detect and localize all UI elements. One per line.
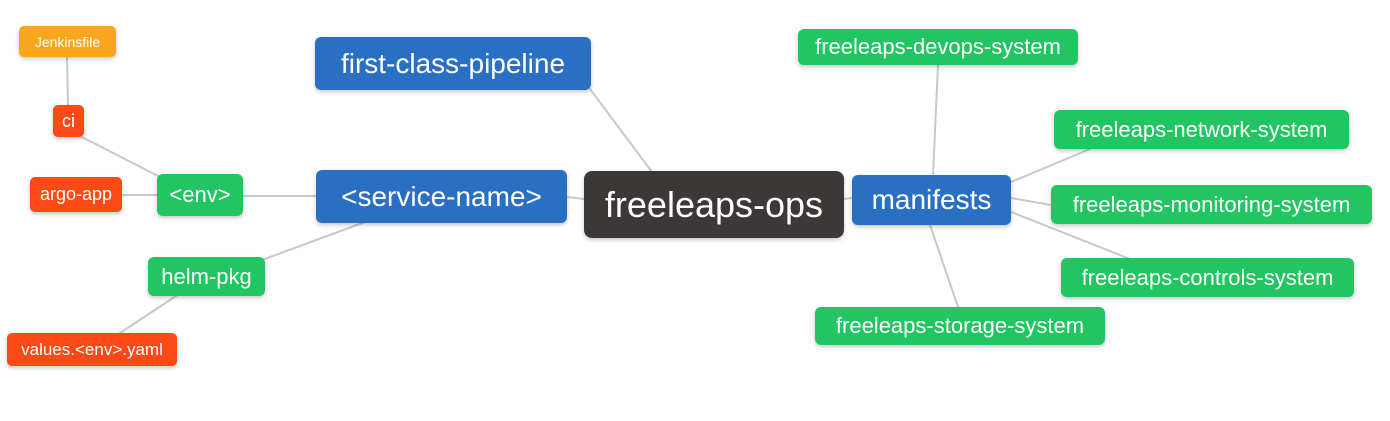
node-freeleaps-storage-system[interactable]: freeleaps-storage-system: [815, 307, 1105, 345]
edge-manifests-devops: [932, 64, 939, 176]
node-values-env-yaml[interactable]: values.<env>.yaml: [7, 333, 177, 366]
node-freeleaps-monitoring-system[interactable]: freeleaps-monitoring-system: [1051, 185, 1372, 224]
edge-helm-pkg-values: [119, 295, 177, 334]
edge-fcp-root: [589, 88, 653, 173]
edge-manifests-storage: [929, 224, 959, 308]
node-freeleaps-devops-system[interactable]: freeleaps-devops-system: [798, 29, 1078, 65]
edge-service-name-root: [566, 196, 585, 200]
node-helm-pkg[interactable]: helm-pkg: [148, 257, 265, 296]
node-freeleaps-controls-system[interactable]: freeleaps-controls-system: [1061, 258, 1354, 297]
node-manifests[interactable]: manifests: [852, 175, 1011, 225]
node-first-class-pipeline[interactable]: first-class-pipeline: [315, 37, 591, 90]
node-argo-app[interactable]: argo-app: [30, 177, 122, 212]
edge-root-manifests: [843, 197, 853, 200]
node-ci[interactable]: ci: [53, 105, 84, 137]
node-freeleaps-network-system[interactable]: freeleaps-network-system: [1054, 110, 1349, 149]
node-service-name[interactable]: <service-name>: [316, 170, 567, 223]
edge-service-name-helm-pkg: [261, 221, 366, 261]
edge-manifests-controls: [1010, 211, 1131, 260]
edge-jenkinsfile-ci: [66, 56, 69, 106]
edge-manifests-monitoring: [1010, 197, 1052, 206]
edge-ci-env: [77, 134, 161, 178]
edge-manifests-network: [1010, 148, 1091, 183]
node-freeleaps-ops-root[interactable]: freeleaps-ops: [584, 171, 844, 238]
node-env[interactable]: <env>: [157, 174, 243, 216]
node-jenkinsfile[interactable]: Jenkinsfile: [19, 26, 116, 57]
